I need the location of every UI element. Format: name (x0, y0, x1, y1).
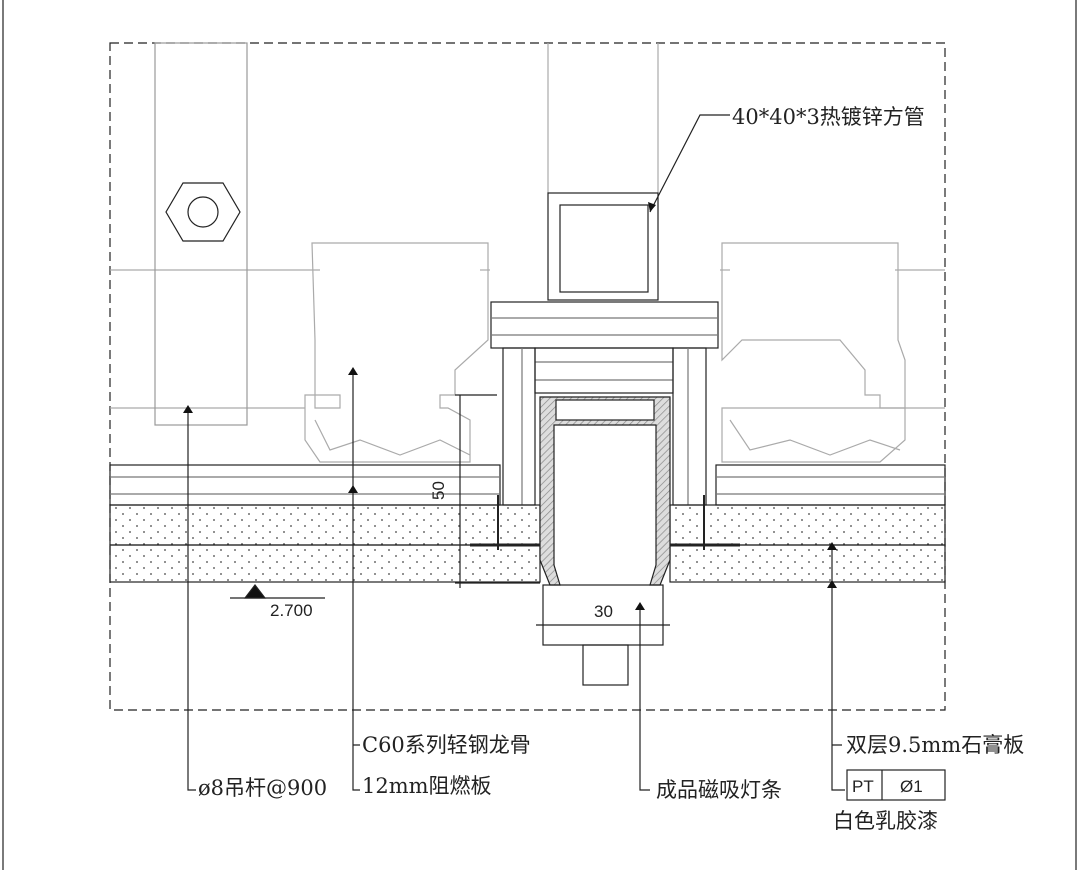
side-board-right (672, 347, 707, 506)
paint-code-right: Ø1 (900, 777, 923, 796)
label-tube: 40*40*3热镀锌方管 (732, 105, 925, 129)
wood-block (534, 347, 674, 394)
hanger-rod (154, 42, 248, 426)
dimension-30: 30 (594, 602, 613, 621)
gypsum-layer-1-right (669, 504, 946, 546)
leader-lines (187, 114, 845, 791)
label-fire-board: 12mm阻燃板 (362, 774, 492, 798)
magnetic-light-profile (539, 396, 671, 586)
fire-board-right (715, 464, 946, 506)
paint-code-left: PT (852, 777, 874, 796)
dimension-50: 50 (429, 481, 448, 500)
square-tube (547, 192, 659, 301)
label-keel: C60系列轻钢龙骨 (362, 733, 531, 757)
detail-boundary (109, 42, 946, 711)
background-structure (110, 43, 945, 463)
gypsum-layer-2-left (109, 544, 541, 583)
label-hanger: ø8吊杆@900 (198, 776, 327, 800)
label-gypsum: 双层9.5mm石膏板 (846, 733, 1024, 757)
side-board-left (502, 347, 536, 506)
hex-nut-icon (165, 182, 241, 242)
label-light-strip: 成品磁吸灯条 (656, 778, 782, 802)
gypsum-layer-2-right (669, 544, 946, 583)
light-module (582, 644, 629, 686)
elevation-marker-icon (243, 584, 267, 599)
elevation-value: 2.700 (270, 601, 313, 620)
label-paint: 白色乳胶漆 (833, 809, 938, 833)
gypsum-layer-1-left (109, 504, 541, 546)
nut-hole (187, 196, 219, 228)
paint-code-box (846, 769, 946, 801)
wood-board (490, 301, 719, 349)
square-tube-inner (559, 204, 649, 293)
